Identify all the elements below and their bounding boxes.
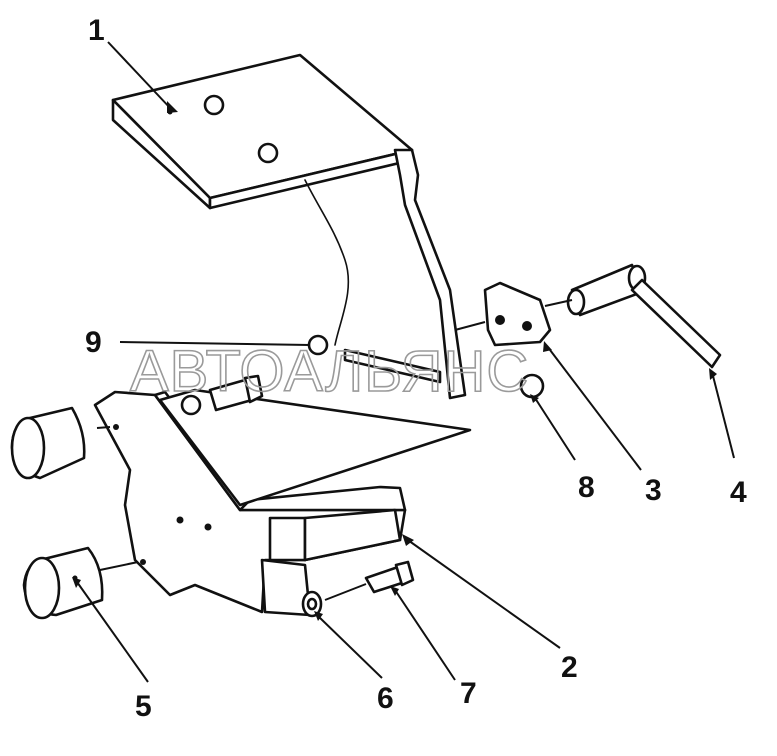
part-2-lower-bracket xyxy=(93,388,472,617)
leader-lines xyxy=(72,41,735,683)
callout-5: 5 xyxy=(135,690,152,723)
callout-7: 7 xyxy=(460,677,477,710)
part-4-pin xyxy=(566,263,722,369)
watermark: АВТОАЛЬЯНС xyxy=(130,339,529,404)
callout-2: 2 xyxy=(561,651,578,684)
part-6-washer xyxy=(301,590,323,618)
callout-8: 8 xyxy=(578,471,595,504)
part-3-plate xyxy=(483,281,552,347)
part-1-upper-bracket xyxy=(111,53,467,400)
callout-9: 9 xyxy=(85,326,102,359)
part-7-bolt xyxy=(364,560,415,594)
callout-3: 3 xyxy=(645,474,662,507)
part-5-cushions xyxy=(10,406,104,620)
callout-6: 6 xyxy=(377,682,394,715)
callout-1: 1 xyxy=(88,14,105,47)
callout-4: 4 xyxy=(730,476,747,509)
callouts: 1 2 3 4 5 6 7 8 9 xyxy=(85,14,747,723)
upper-bolt xyxy=(180,374,264,416)
